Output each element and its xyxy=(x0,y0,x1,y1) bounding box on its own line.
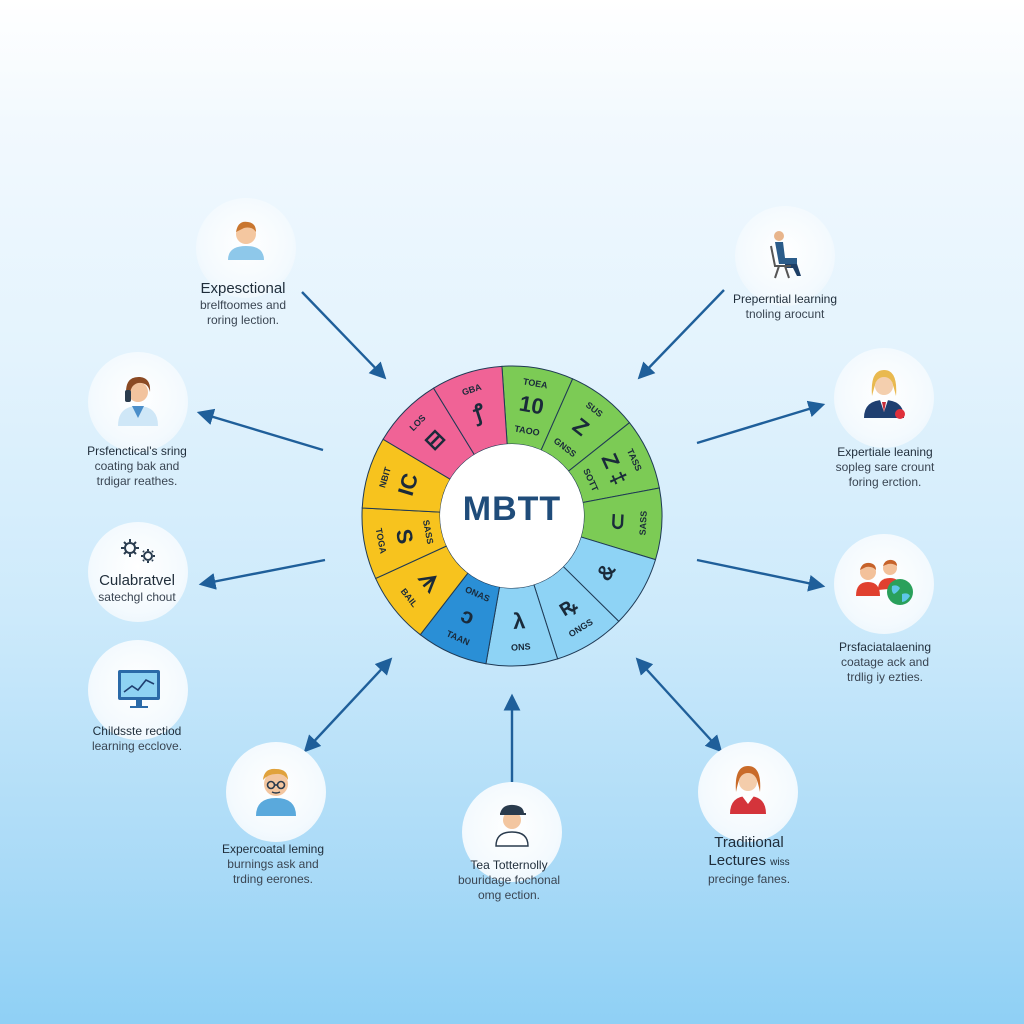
node-title-line-2: Lectures wiss xyxy=(654,852,844,872)
businesswoman-icon xyxy=(864,370,905,419)
node-line: bouridage fochonal xyxy=(457,873,561,887)
arrow-to-n3 xyxy=(196,408,324,452)
node-line: sopleg sare crount xyxy=(835,460,935,474)
node-line: brelftoomes and xyxy=(199,298,287,312)
node-expercoatal-leming-text: Expercoatal leming burnings ask and trdi… xyxy=(178,842,368,887)
node-culabratvel xyxy=(88,522,188,622)
node-line: omg ection. xyxy=(477,888,541,902)
node-title: Traditional xyxy=(714,834,784,851)
node-prsfaciatalaening xyxy=(834,534,934,634)
wheel-segment-label: TOGA xyxy=(374,527,389,555)
person-icon xyxy=(228,221,264,260)
node-title-2-suffix: wiss xyxy=(770,857,790,868)
node-tea-totternolly-text: Tea Totternolly bouridage fochonal omg e… xyxy=(414,858,604,903)
node-culabratvel-text: Culabratvel satechgl chout xyxy=(42,572,232,605)
wheel-segment-label: ONS xyxy=(511,641,531,652)
people-globe-icon xyxy=(856,559,913,605)
node-title-2: Lectures xyxy=(708,852,766,869)
node-title: Tea Totternolly xyxy=(470,858,548,872)
center-title: MBTT xyxy=(462,490,562,528)
node-line: coating bak and xyxy=(94,459,180,473)
node-line: foring erction. xyxy=(848,475,922,489)
wheel-segment-label: TAOO xyxy=(514,424,541,438)
node-line: coatage ack and xyxy=(840,655,930,669)
node-title: Expesctional xyxy=(200,280,286,297)
node-title: Preperntial learning xyxy=(732,292,838,306)
wheel-center xyxy=(440,444,584,588)
node-prsfenctical xyxy=(88,352,188,452)
monitor-chart-icon xyxy=(118,670,160,708)
node-line: satechgl chout xyxy=(98,590,176,604)
node-title: Prsfenctical's sring xyxy=(87,444,187,458)
node-expertiale-leaning xyxy=(834,348,934,448)
node-line: trding eerones. xyxy=(232,872,314,886)
node-line: burnings ask and xyxy=(227,857,319,871)
wheel-segment-label: λ xyxy=(512,608,526,634)
arrow-to-n8 xyxy=(303,657,393,753)
node-line: trdigar reathes. xyxy=(96,474,178,488)
node-title: Culabratvel xyxy=(99,572,175,589)
node-childsste-text: Childsste rectiod learning ecclove. xyxy=(42,724,232,754)
node-title: Expertiale leaning xyxy=(837,445,933,459)
node-prsfenctical-text: Prsfenctical's sring coating bak and trd… xyxy=(42,444,232,489)
wheel-segment-label: SASS xyxy=(421,519,435,545)
node-prsfaciatalaening-text: Prsfaciatalaening coatage ack and trdlig… xyxy=(790,640,980,685)
arrow-to-wheel-from-n1 xyxy=(301,291,387,380)
node-expesctional-text: Expesctional brelftoomes and roring lect… xyxy=(148,280,338,328)
arrow-to-n6 xyxy=(696,558,826,592)
node-line: learning ecclove. xyxy=(91,739,183,753)
woman-red-shirt-icon xyxy=(730,766,766,814)
node-title: Childsste rectiod xyxy=(92,724,182,738)
node-line: trdlig iy ezties. xyxy=(846,670,924,684)
woman-on-phone-icon xyxy=(118,376,158,426)
arrow-to-n4 xyxy=(696,400,826,445)
node-title: Expercoatal leming xyxy=(221,842,325,856)
arrow-to-wheel-from-n2 xyxy=(637,289,725,380)
wheel-segment-label: SASS xyxy=(638,511,649,536)
node-tea-totternolly xyxy=(462,782,562,882)
node-line: tnoling arocunt xyxy=(745,307,825,321)
node-line: precinge fanes. xyxy=(707,872,791,886)
node-title: Prsfaciatalaening xyxy=(838,640,932,654)
node-expesctional xyxy=(196,198,296,298)
wheel-segment-label: ⊂ xyxy=(604,512,630,532)
man-with-glasses-icon xyxy=(256,768,296,816)
person-on-chair-icon xyxy=(770,231,801,279)
node-preperntial-learning xyxy=(735,206,835,306)
node-expercoatal-leming xyxy=(226,742,326,842)
arrow-to-n10 xyxy=(635,657,723,753)
node-expertiale-leaning-text: Expertiale leaning sopleg sare crount fo… xyxy=(790,445,980,490)
wheel-segment-label: 10 xyxy=(517,391,545,420)
gears-icon xyxy=(121,539,155,563)
node-childsste xyxy=(88,640,188,740)
node-traditional-lectures-text: Traditional Lectures wiss precinge fanes… xyxy=(654,834,844,887)
man-with-cap-icon xyxy=(495,804,529,847)
arrow-to-n5 xyxy=(198,558,326,590)
node-preperntial-learning-text: Preperntial learning tnoling arocunt xyxy=(690,292,880,322)
node-line: roring lection. xyxy=(206,313,280,327)
node-traditional-lectures xyxy=(698,742,798,842)
wheel-segment-label: TOEA xyxy=(522,376,549,390)
arrows xyxy=(196,289,826,782)
wheel-segment-label: S xyxy=(391,527,418,546)
